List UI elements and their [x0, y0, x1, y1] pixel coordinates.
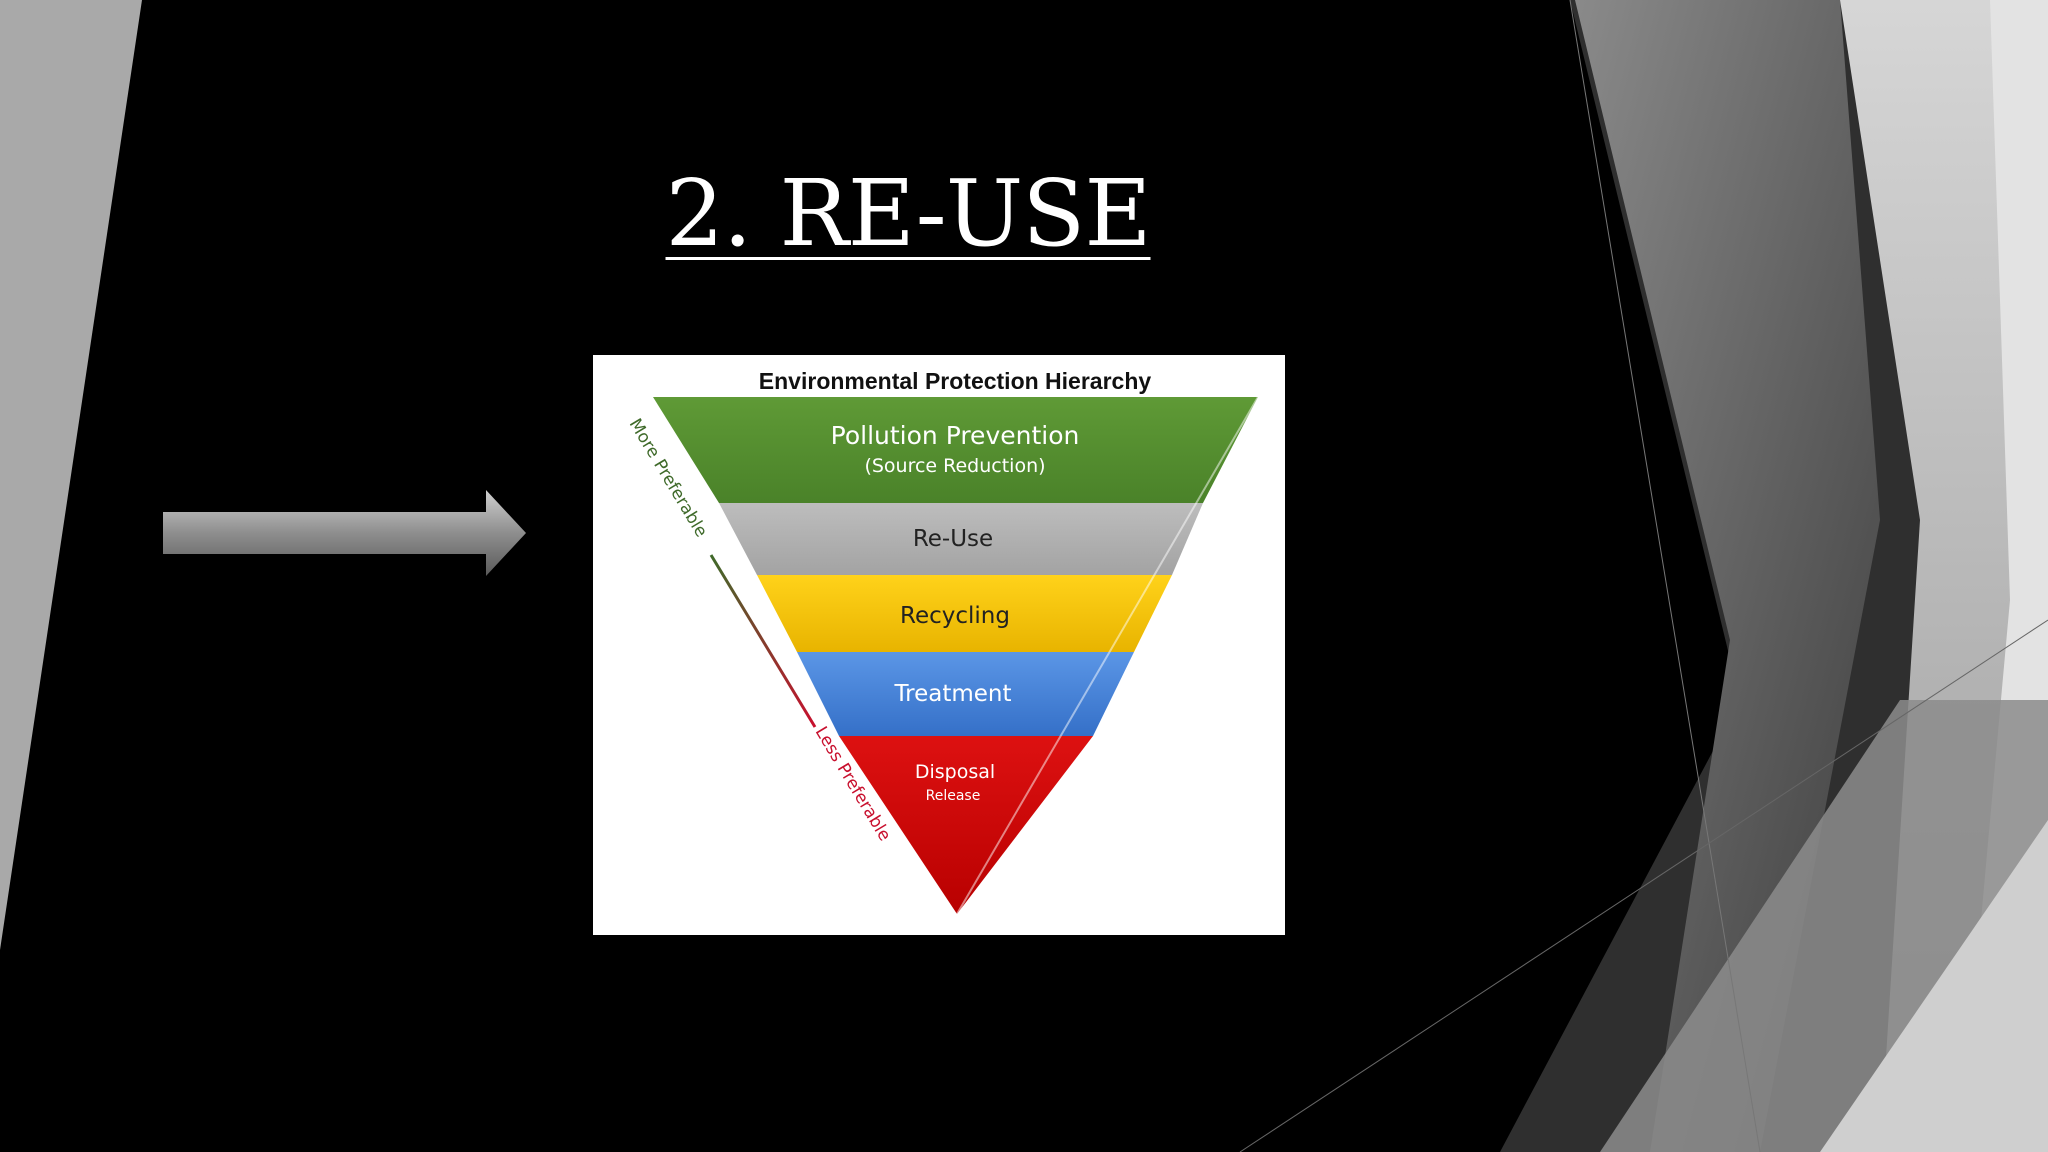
hierarchy-diagram: Environmental Protection Hierarchy Pollu… [625, 368, 1259, 915]
figure-title: Environmental Protection Hierarchy [759, 368, 1152, 394]
level-treatment [797, 652, 1134, 736]
level-label-reuse: Re-Use [913, 526, 993, 552]
level-label-treatment: Treatment [893, 681, 1011, 707]
pyramid-right-edge [956, 396, 1259, 915]
thin-line-2 [1239, 619, 2048, 1152]
level-sublabel-pollution-prevention: (Source Reduction) [864, 455, 1045, 477]
level-label-pollution-prevention: Pollution Prevention [831, 421, 1080, 450]
preference-scale-line [709, 554, 817, 728]
level-label-disposal: Disposal [915, 761, 995, 783]
level-recycling [757, 575, 1172, 652]
left-gray-wedge [0, 0, 142, 950]
slide-title: 2. RE-USE [665, 160, 1152, 267]
level-label-recycling: Recycling [900, 603, 1010, 629]
level-disposal [839, 736, 1093, 914]
right-arrow-icon [163, 490, 526, 576]
bottom-light-wedge [1820, 820, 2048, 1152]
level-reuse [719, 503, 1203, 575]
thin-line-1 [1569, 0, 1761, 1152]
hierarchy-figure: Environmental Protection Hierarchy Pollu… [593, 355, 1285, 935]
level-pollution-prevention [653, 397, 1258, 503]
level-sublabel-disposal: Release [926, 788, 981, 804]
